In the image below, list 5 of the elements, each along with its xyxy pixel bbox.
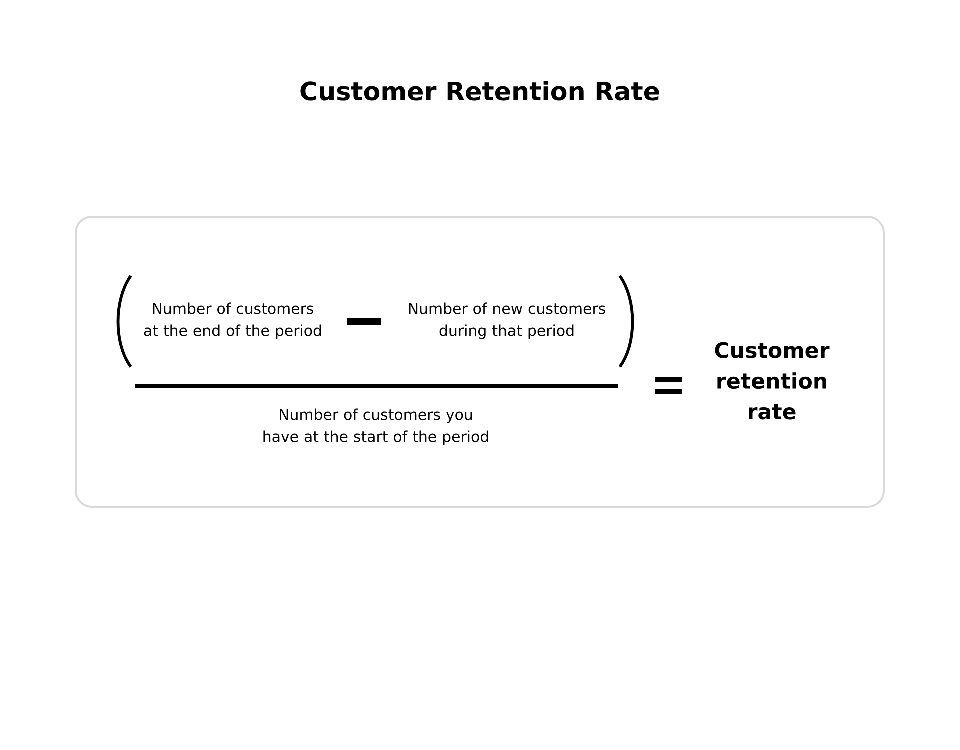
result-label: Customer retention rate (715, 342, 830, 420)
formula-term: Number of customers you have at the start of the period (264, 408, 488, 446)
formula-term: Number of new customers during that period (409, 302, 606, 340)
diagram-title: Customer Retention Rate (300, 81, 660, 101)
formula-term: Number of customers at the end of the period (144, 302, 322, 340)
